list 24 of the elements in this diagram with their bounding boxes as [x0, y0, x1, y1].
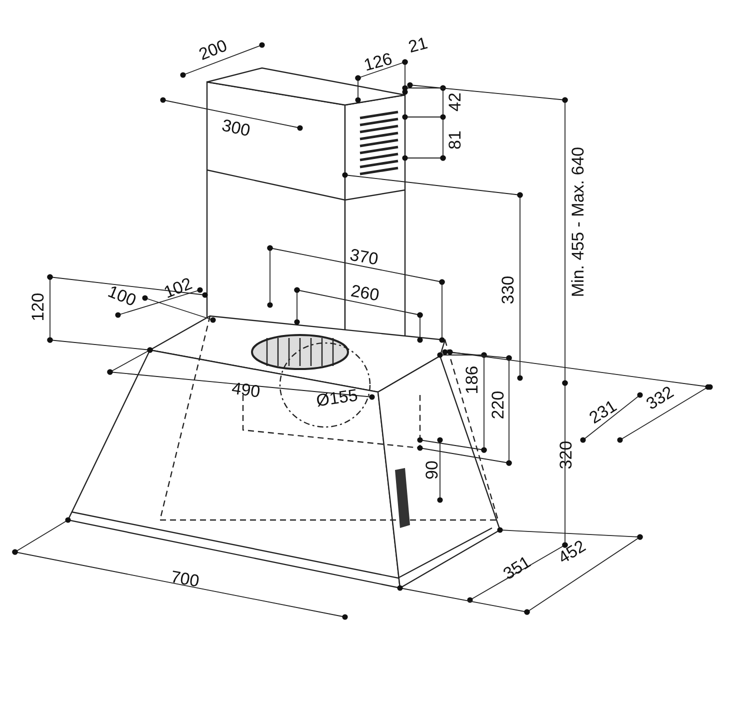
dimension-label: 100: [106, 282, 138, 310]
dimension-label: 81: [446, 130, 464, 150]
dimension-label: 260: [350, 282, 380, 304]
dimension-label: 42: [446, 92, 464, 112]
dimension-label: 21: [406, 34, 430, 56]
dimension-label: 90: [424, 460, 440, 480]
dimension-label: 200: [196, 36, 230, 64]
dimension-label: 330: [500, 276, 516, 304]
dimension-label: Min. 455 - Max. 640: [570, 146, 586, 298]
dimension-label: 120: [30, 292, 46, 322]
dimension-label: 332: [643, 383, 677, 413]
dimension-label: 351: [500, 553, 534, 583]
dimension-label: 300: [220, 116, 252, 140]
dimension-label: 231: [586, 397, 620, 427]
dimension-label: 320: [558, 440, 574, 470]
dimension-label: 452: [555, 537, 589, 567]
dimension-label: 220: [490, 390, 506, 420]
dimension-label: 700: [170, 568, 200, 590]
dimension-label: 102: [162, 274, 194, 302]
dimension-label: 490: [230, 380, 262, 400]
dimension-label: Ø155: [315, 386, 359, 410]
dimension-label: 126: [362, 50, 394, 74]
dimension-label: 370: [348, 246, 380, 268]
dimension-label: 186: [464, 366, 480, 394]
